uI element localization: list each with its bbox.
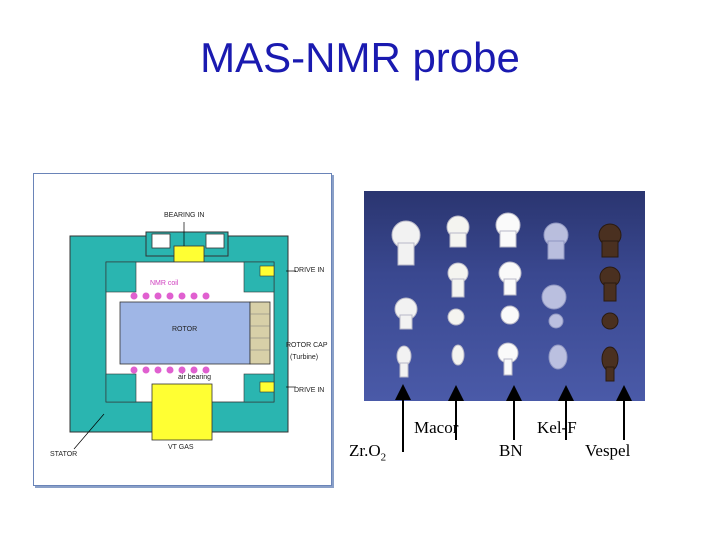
label-rotor-cap: ROTOR CAP <box>286 342 328 349</box>
label-turbine: (Turbine) <box>290 354 319 361</box>
rotor-photo-svg <box>391 212 622 382</box>
label-zro2: Zr.O2 <box>349 441 386 463</box>
rotor <box>119 301 251 365</box>
drive-in-bottom-marker <box>259 381 275 393</box>
probe-cross-section-svg <box>69 222 296 450</box>
probe-cross-section-diagram: BEARING IN DRIVE IN NMR coil ROTOR ROTOR… <box>33 173 332 486</box>
slide-title: MAS-NMR probe <box>200 34 520 81</box>
label-vt-gas: VT GAS <box>168 444 194 451</box>
label-rotor: ROTOR <box>172 326 198 333</box>
label-bn: BN <box>499 441 523 460</box>
label-air-bearing: air bearing <box>178 374 212 381</box>
vt-gas-block <box>151 383 213 441</box>
label-nmr-coil: NMR coil <box>150 280 179 287</box>
label-zro2-text: Zr.O <box>349 441 381 460</box>
label-macor: Macor <box>414 418 459 437</box>
nmr-coil-bottom <box>130 366 210 374</box>
label-zro2-subscript: 2 <box>380 451 387 464</box>
nmr-coil-top <box>130 292 210 300</box>
rotor-cap <box>249 301 271 365</box>
label-vespel: Vespel <box>585 441 631 460</box>
label-stator: STATOR <box>50 451 78 458</box>
label-drive-in-top: DRIVE IN <box>294 267 325 274</box>
label-bearing-in: BEARING IN <box>164 212 205 219</box>
rotor-materials-photo <box>364 191 645 401</box>
label-kelf: Kel-F <box>537 418 577 437</box>
label-drive-in-bottom: DRIVE IN <box>294 387 325 394</box>
drive-in-top-marker <box>259 265 275 277</box>
